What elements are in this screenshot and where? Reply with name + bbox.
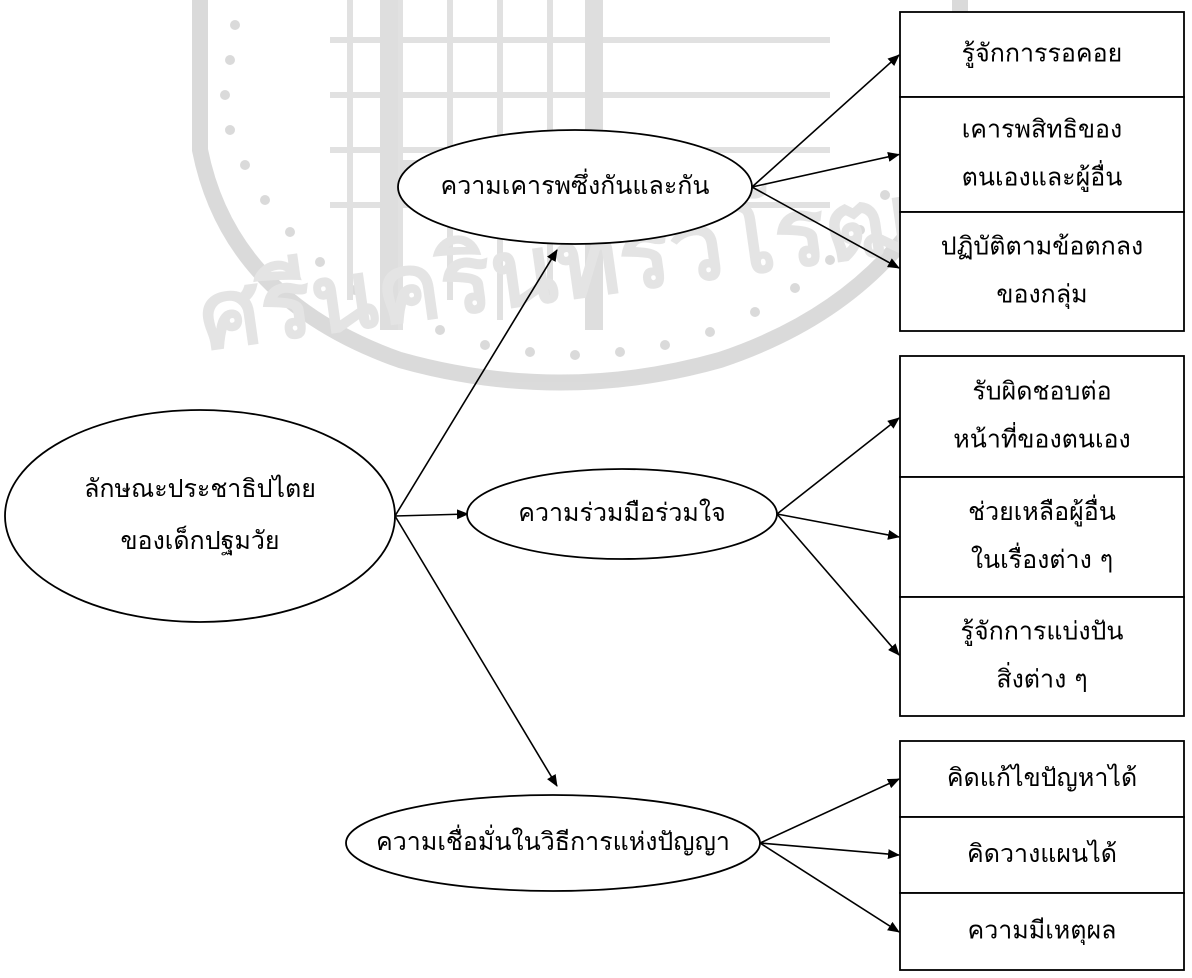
root-to-branch-arrow-3	[394, 515, 558, 787]
branch-to-item-arrow-3-3	[759, 842, 900, 933]
branch-to-item-arrow-3-2	[759, 842, 900, 860]
branch-to-item-arrow-3-1	[759, 778, 900, 844]
branch-to-item-arrow-2-1	[776, 417, 900, 515]
branch-to-item-arrow-2-2	[776, 513, 900, 540]
item-box-2-1: รับผิดชอบต่อหน้าที่ของตนเอง	[899, 355, 1185, 478]
item-box-3-3: ความมีเหตุผล	[899, 892, 1185, 971]
branch-to-item-arrow-2-3	[776, 513, 900, 656]
item-label-3-2-line-1: คิดวางแผนได้	[967, 839, 1117, 868]
branch-ellipse-1	[397, 129, 753, 245]
item-rect	[899, 11, 1185, 98]
item-rect	[899, 892, 1185, 971]
root-to-branch-arrow-1	[394, 249, 558, 517]
item-box-3-2: คิดวางแผนได้	[899, 816, 1185, 894]
item-label-2-2-line-2: ในเรื่องต่าง ๆ	[971, 542, 1113, 574]
item-box-3-1: คิดแก้ไขปัญหาได้	[899, 740, 1185, 818]
branch-to-item-arrow-1-1	[751, 54, 900, 188]
root-label-line-1: ลักษณะประชาธิปไตย	[84, 474, 316, 503]
root-label-line-2: ของเด็กปฐมวัย	[120, 525, 279, 555]
item-label-1-3-line-2: ของกลุ่ม	[996, 280, 1087, 310]
branch-label-1-line-1: ความเคารพซึ่งกันและกัน	[441, 168, 710, 200]
branch-node-3: ความเชื่อมั่นในวิธีการแห่งปัญญา	[345, 794, 761, 892]
connectors	[394, 54, 900, 933]
branch-label-2-line-1: ความร่วมมือร่วมใจ	[518, 498, 726, 527]
item-label-2-1-line-1: รับผิดชอบต่อ	[972, 377, 1111, 406]
root-ellipse	[4, 409, 396, 623]
item-label-2-3-line-1: รู้จักการแบ่งปัน	[961, 617, 1124, 647]
item-label-1-3-line-1: ปฏิบัติตามข้อตกลง	[941, 232, 1144, 261]
branch-node-1: ความเคารพซึ่งกันและกัน	[397, 129, 753, 245]
root-to-branch-arrow-2	[394, 509, 469, 520]
item-box-1-1: รู้จักการรอคอย	[899, 11, 1185, 98]
item-rect	[899, 740, 1185, 818]
item-label-2-3-line-2: สิ่งต่าง ๆ	[996, 662, 1087, 694]
item-rect	[899, 476, 1185, 598]
item-label-1-2-line-2: ตนเองและผู้อื่น	[962, 160, 1123, 193]
item-label-1-1-line-1: รู้จักการรอคอย	[962, 39, 1123, 69]
item-rect	[899, 816, 1185, 894]
branch-to-item-arrow-1-3	[751, 186, 900, 269]
branch-to-item-arrow-1-2	[751, 151, 900, 188]
item-label-1-2-line-1: เคารพสิทธิของ	[962, 115, 1123, 144]
branch-ellipse-3	[345, 794, 761, 892]
branch-node-2: ความร่วมมือร่วมใจ	[466, 468, 778, 560]
item-rect	[899, 211, 1185, 332]
item-rect	[899, 96, 1185, 213]
item-rect	[899, 355, 1185, 478]
item-label-3-3-line-1: ความมีเหตุผล	[968, 916, 1117, 946]
item-label-2-1-line-2: หน้าที่ของตนเอง	[953, 422, 1131, 454]
item-label-3-1-line-1: คิดแก้ไขปัญหาได้	[947, 763, 1137, 792]
item-label-2-2-line-1: ช่วยเหลือผู้อื่น	[968, 494, 1116, 527]
item-rect	[899, 596, 1185, 717]
branch-ellipse-2	[466, 468, 778, 560]
item-box-2-3: รู้จักการแบ่งปันสิ่งต่าง ๆ	[899, 596, 1185, 717]
branch-label-3-line-1: ความเชื่อมั่นในวิธีการแห่งปัญญา	[376, 824, 730, 856]
